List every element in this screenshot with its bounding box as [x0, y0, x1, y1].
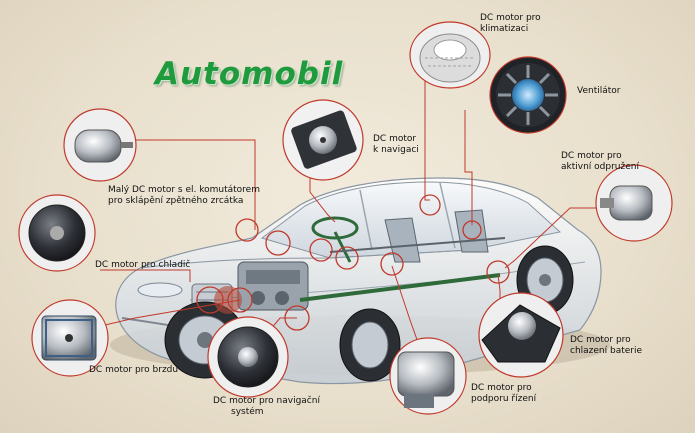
label-nav-system-line2: systém — [231, 407, 264, 417]
label-nav-line1: DC motor — [373, 134, 417, 144]
label-mirror-line2: pro sklápění zpětného zrcátka — [108, 196, 244, 206]
navigation-disc-motor-image — [282, 99, 364, 181]
label-battery-cooling: DC motor pro chlazení baterie — [570, 335, 642, 357]
suspension-motor-image — [595, 164, 673, 242]
mirror-motor-image — [63, 108, 137, 182]
battery-cooling-motor-image — [478, 292, 564, 378]
label-climate-motor: DC motor pro klimatizaci — [480, 13, 541, 35]
label-steering-line2: podporu řízení — [471, 394, 537, 404]
leader-lines — [100, 80, 600, 349]
radiator-motor-image — [18, 194, 96, 272]
ventilator-fan-image — [489, 56, 567, 134]
label-navigation-system: DC motor pro navigační systém — [213, 396, 320, 418]
navigation-system-motor-image — [207, 316, 289, 398]
label-radiator: DC motor pro chladič — [95, 260, 191, 270]
target-circles — [196, 194, 510, 331]
climate-fan-motor-image — [409, 21, 491, 89]
label-fan: Ventilátor — [577, 86, 621, 96]
label-navigation-disc: DC motor k navigaci — [373, 134, 419, 156]
label-suspension-line2: aktivní odpružení — [561, 162, 639, 172]
label-climate-line1: DC motor pro — [480, 13, 541, 23]
steering-motor-image — [389, 337, 467, 415]
label-battery-line2: chlazení baterie — [570, 346, 643, 356]
brake-motor-image — [31, 299, 109, 377]
label-climate-line2: klimatizaci — [480, 24, 529, 34]
label-nav-system-line1: DC motor pro navigační — [213, 396, 320, 406]
label-suspension: DC motor pro aktivní odpružení — [561, 151, 639, 173]
label-mirror-line1: Malý DC motor s el. komutátorem — [108, 185, 260, 195]
label-suspension-line1: DC motor pro — [561, 151, 622, 161]
label-steering: DC motor pro podporu řízení — [471, 383, 536, 405]
label-steering-line1: DC motor pro — [471, 383, 532, 393]
page-title: Automobil — [155, 56, 344, 92]
label-mirror-motor: Malý DC motor s el. komutátorem pro sklá… — [108, 185, 260, 207]
front-right-wheel — [339, 308, 401, 382]
label-battery-line1: DC motor pro — [570, 335, 631, 345]
label-brake: DC motor pro brzdu — [89, 365, 179, 375]
label-nav-line2: k navigaci — [373, 145, 419, 155]
